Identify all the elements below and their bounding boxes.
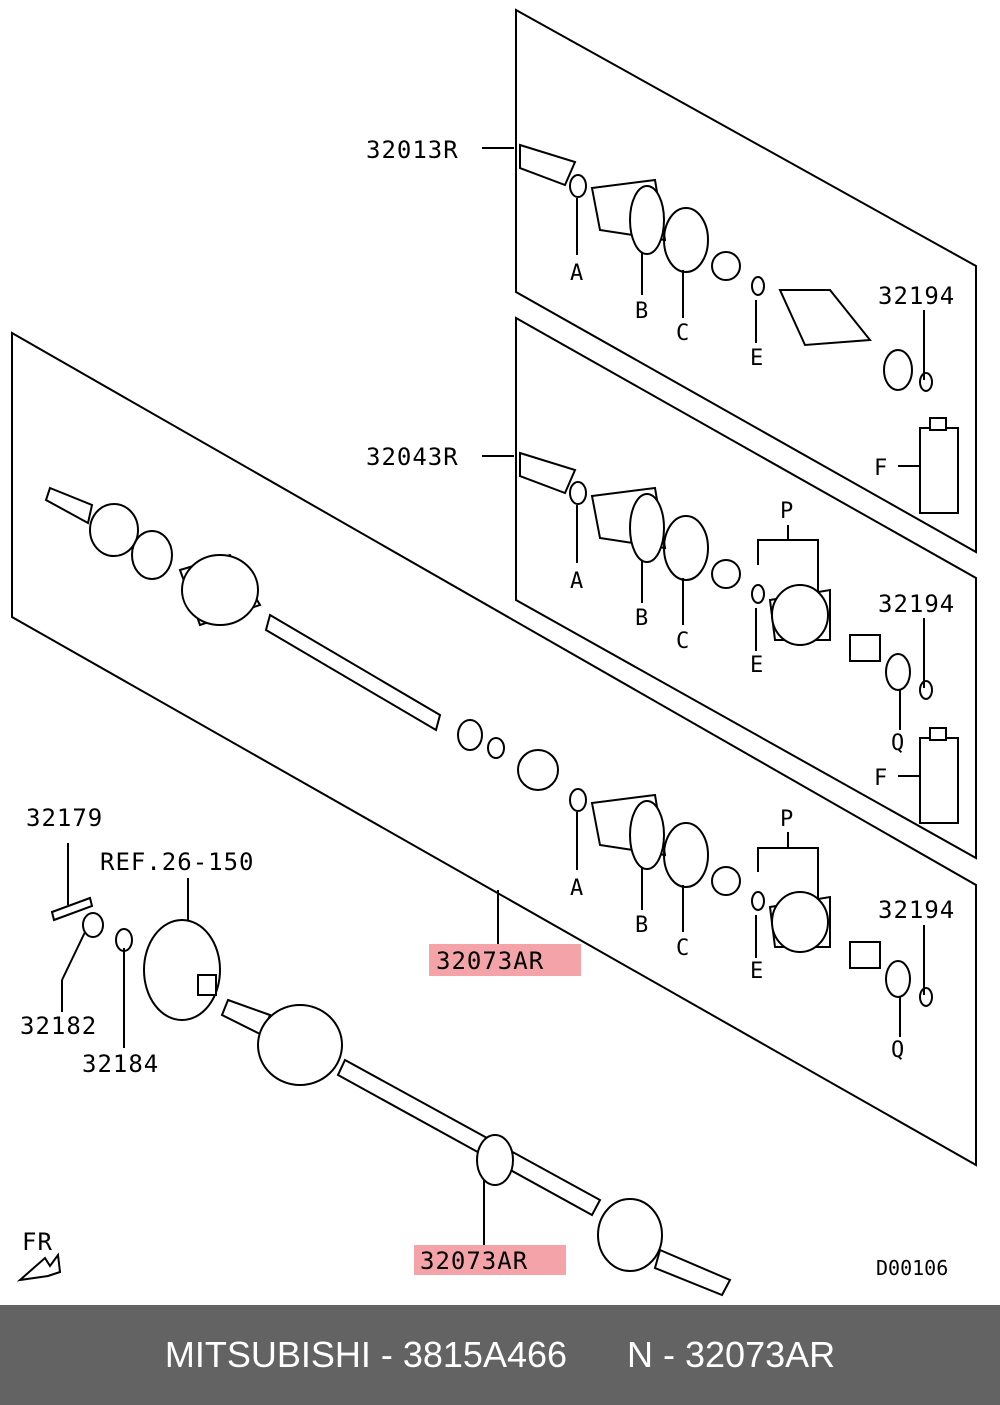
frame-shaft-assembly xyxy=(11,331,977,1167)
callout-32194-b: 32194 xyxy=(878,590,955,618)
letter-f-2: F xyxy=(874,456,887,481)
highlight-shaft-lower xyxy=(414,1245,566,1275)
letter-q-3: Q xyxy=(891,1038,904,1063)
callout-32194-c: 32194 xyxy=(878,896,955,924)
diagram-id: D00106 xyxy=(876,1256,948,1280)
letter-q-2: Q xyxy=(891,731,904,756)
letter-b-3: B xyxy=(635,913,648,938)
callout-32073AR-lower: 32073AR xyxy=(420,1247,528,1275)
letter-c-2: C xyxy=(676,629,689,654)
callout-32179: 32179 xyxy=(26,804,103,832)
letter-b-1: B xyxy=(635,299,648,324)
callout-ref-26-150: REF.26-150 xyxy=(100,848,255,876)
parts-diagram: 32013R 32043R 32194 32194 32194 32179 RE… xyxy=(11,8,977,1297)
front-marker: FR xyxy=(22,1228,53,1256)
letter-c-3: C xyxy=(676,936,689,961)
letter-e-1: E xyxy=(750,346,763,371)
kit-32043R-parts xyxy=(519,417,959,700)
letter-a-1: A xyxy=(570,261,583,286)
letter-a-2: A xyxy=(570,569,583,594)
shaft-assembly-parts xyxy=(44,486,959,1007)
callout-32184: 32184 xyxy=(82,1050,159,1078)
letter-f-3: F xyxy=(874,766,887,791)
letter-p-3: P xyxy=(780,807,793,832)
callout-32043R: 32043R xyxy=(366,443,459,471)
letter-e-2: E xyxy=(750,653,763,678)
callout-32182: 32182 xyxy=(20,1012,97,1040)
frame-32043R xyxy=(515,316,977,860)
letter-p-2: P xyxy=(780,499,793,524)
letter-c-1: C xyxy=(676,321,689,346)
callout-32194-a: 32194 xyxy=(878,282,955,310)
frame-32013R xyxy=(515,8,977,554)
footer-text: MITSUBISHI - 3815A466 N - 32073AR xyxy=(164,1334,836,1375)
letter-b-2: B xyxy=(635,606,648,631)
hub-and-lower-shaft xyxy=(16,896,732,1297)
highlight-shaft-upper xyxy=(429,944,581,976)
letter-a-3: A xyxy=(570,876,583,901)
footer-bar: MITSUBISHI - 3815A466 N - 32073AR xyxy=(0,1305,1000,1405)
callout-32013R: 32013R xyxy=(366,136,459,164)
callout-32073AR-upper: 32073AR xyxy=(436,947,544,975)
kit-32013R-parts xyxy=(519,143,933,392)
letter-e-3: E xyxy=(750,959,763,984)
